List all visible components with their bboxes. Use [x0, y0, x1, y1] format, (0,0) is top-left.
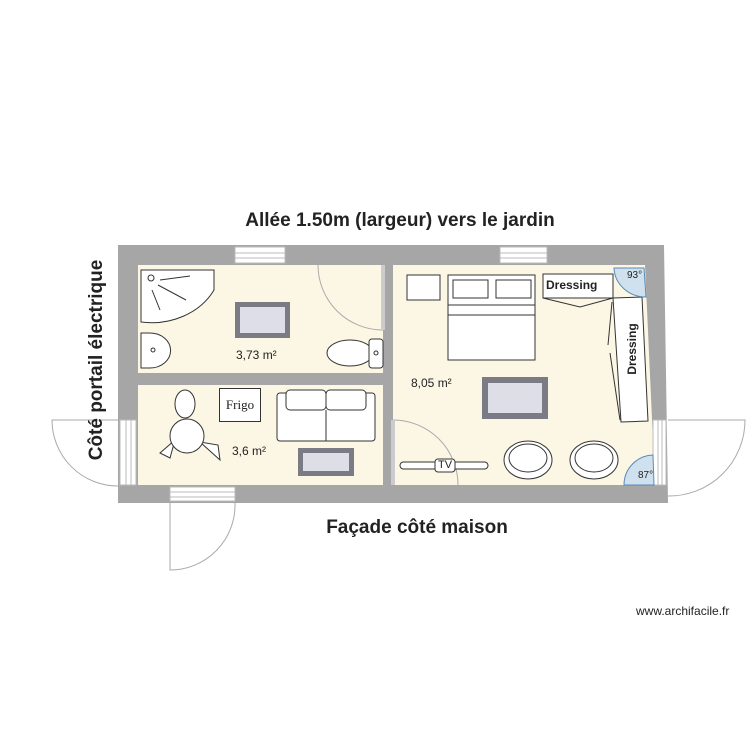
tv [399, 458, 489, 473]
toilet [326, 338, 384, 369]
living-area: 3,6 m² [232, 444, 267, 458]
angle-markers [613, 267, 655, 486]
doors [51, 264, 746, 571]
bedroom-area: 8,05 m² [411, 376, 452, 390]
dining-table [159, 389, 221, 462]
sink [140, 332, 172, 369]
dressings [542, 273, 649, 423]
tv-label: TV [438, 459, 453, 471]
watermark: www.archifacile.fr [636, 604, 730, 618]
fridge: Frigo [219, 388, 261, 422]
rugs [235, 302, 548, 476]
dressing-top-label: Dressing [546, 278, 598, 292]
dressing-side-label: Dressing [625, 323, 639, 375]
left-label: Côté portail électrique [86, 259, 107, 461]
top-label: Allée 1.50m (largeur) vers le jardin [245, 210, 555, 231]
sofa [276, 389, 376, 442]
bathroom-area: 3,73 m² [236, 348, 277, 362]
angle-top-right: 93° [627, 270, 643, 281]
shower [140, 269, 215, 324]
bottom-label: Façade côté maison [326, 517, 508, 538]
bed [406, 274, 536, 361]
windows [119, 246, 667, 502]
poufs [503, 440, 619, 480]
angle-bottom-right: 87° [638, 470, 654, 481]
